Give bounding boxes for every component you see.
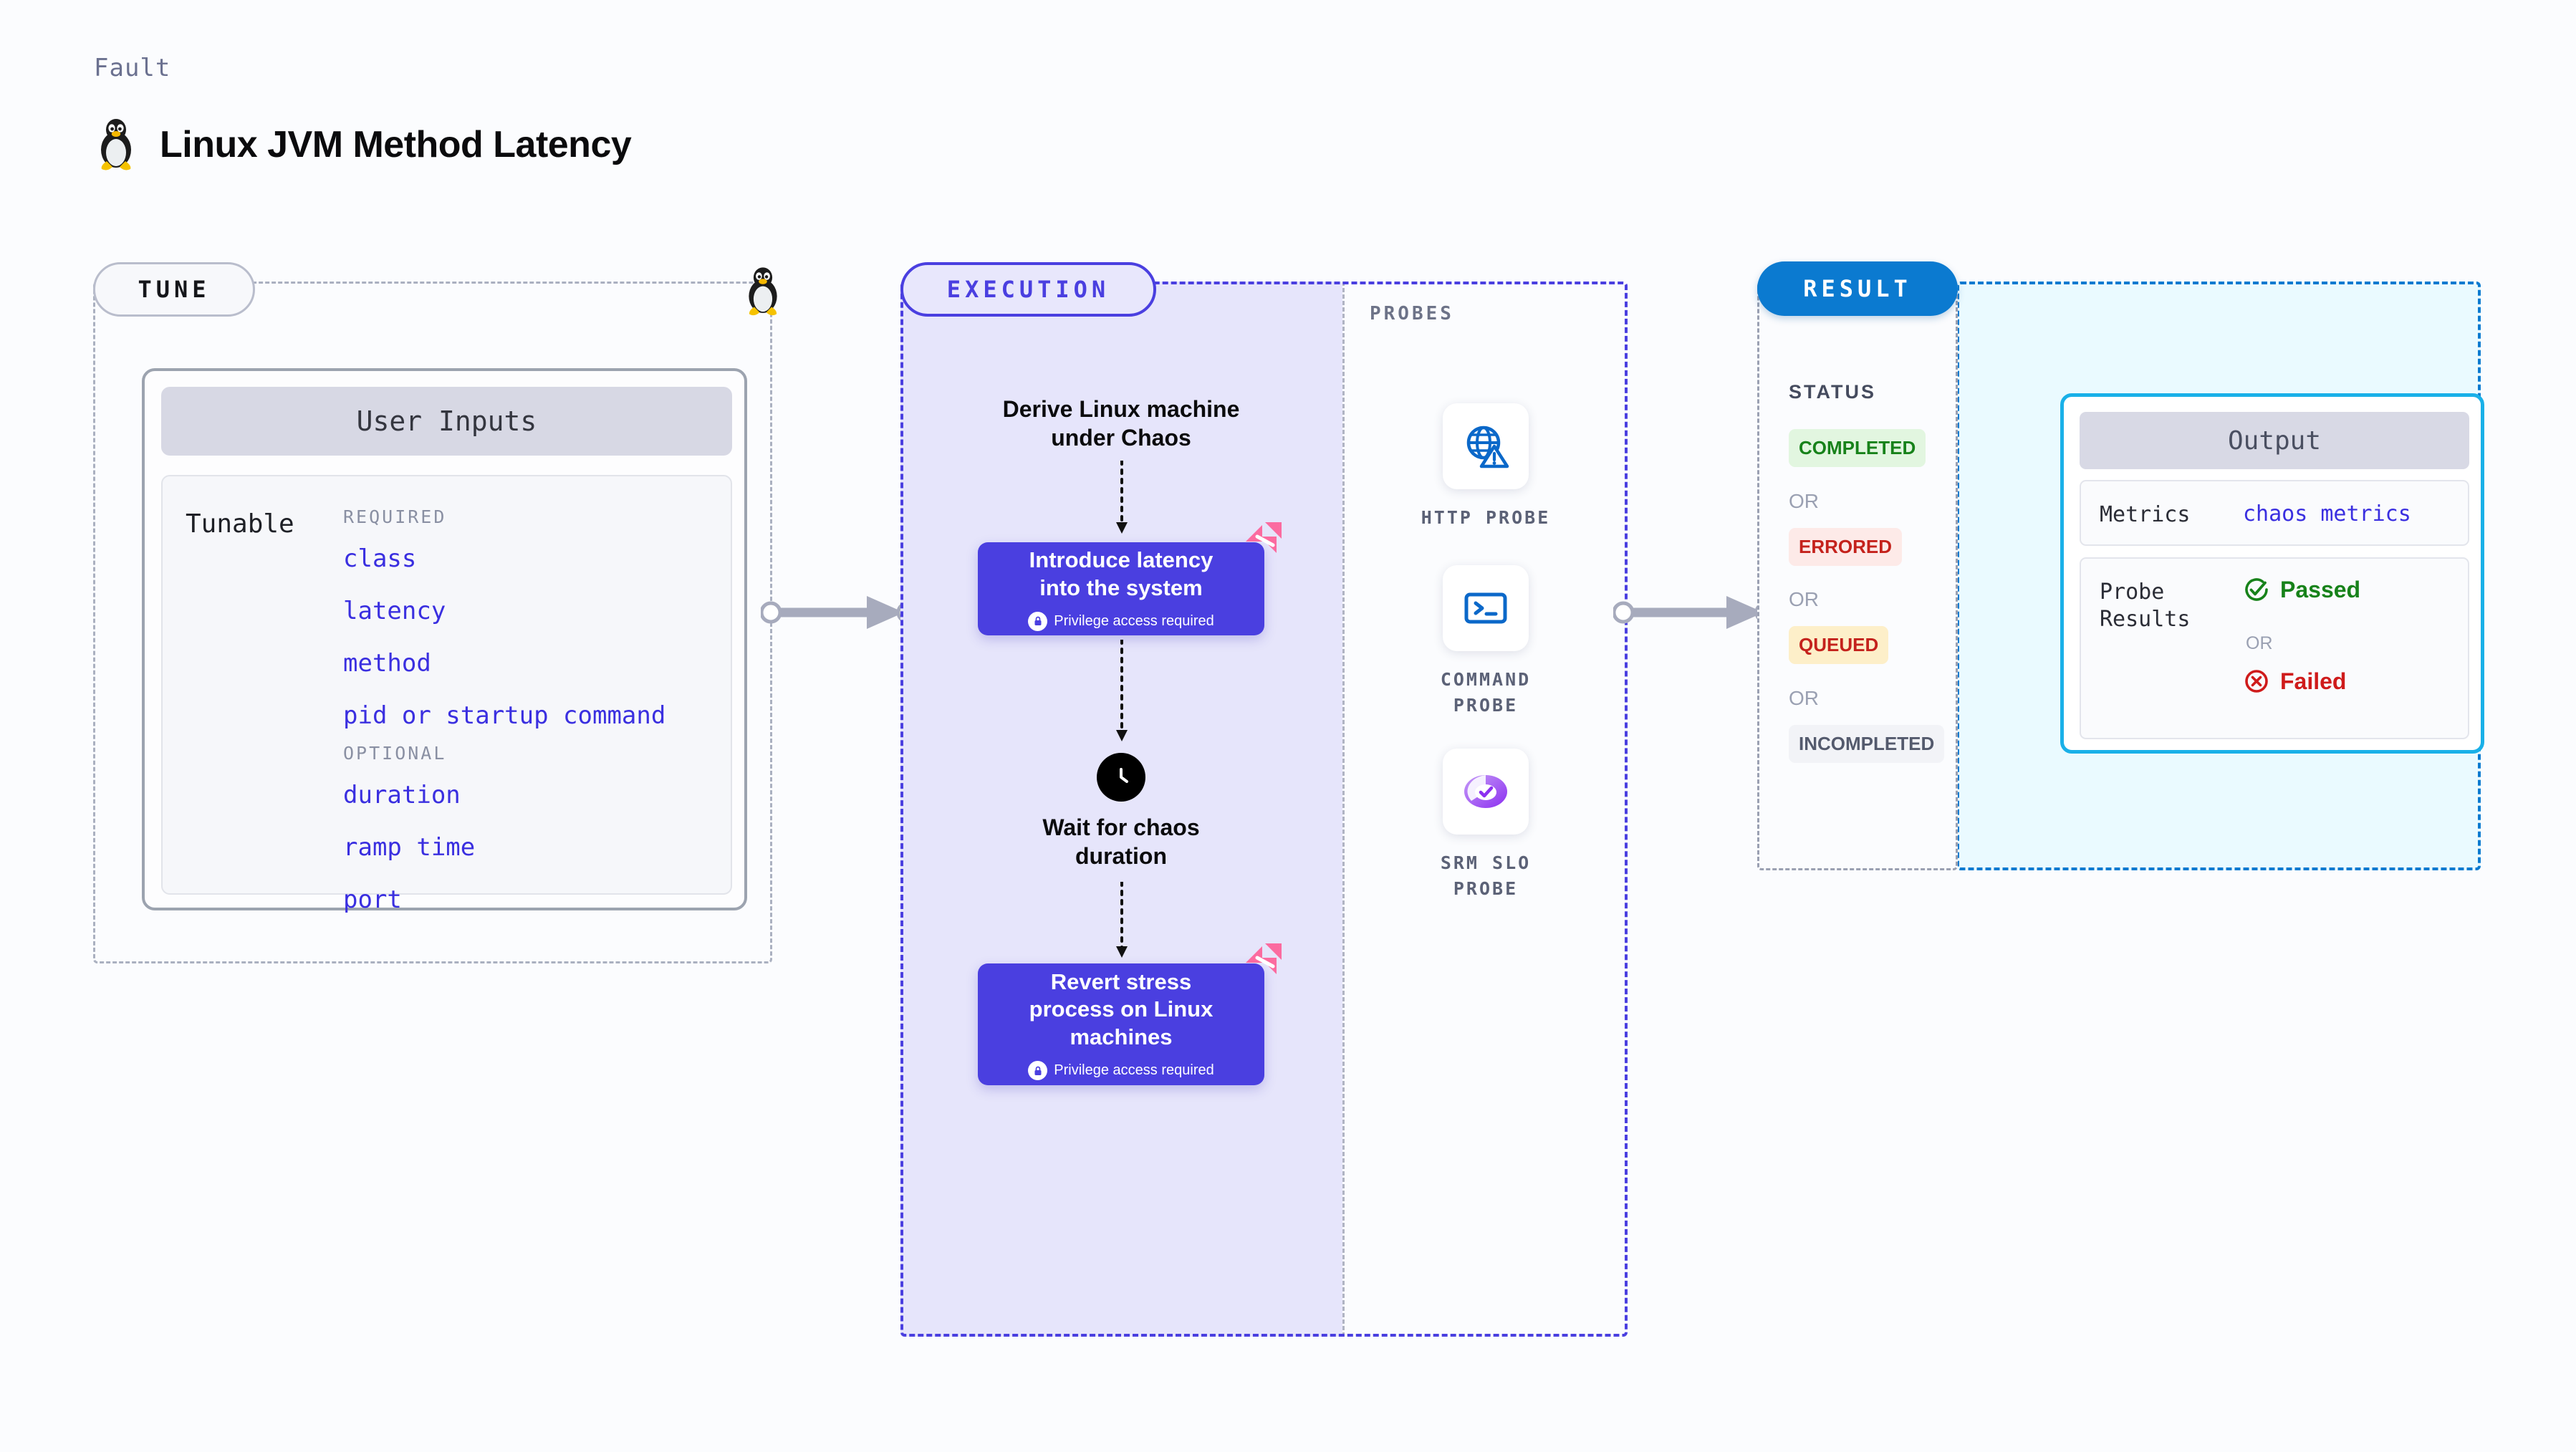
tune-panel: TUNE User Inputs Tunable REQUIRED class … [93, 262, 772, 963]
status-badge-incompleted: INCOMPLETED [1789, 725, 1945, 763]
page-title: Linux JVM Method Latency [160, 124, 632, 165]
clock-icon [1097, 753, 1145, 802]
probe-result-passed: Passed [2243, 576, 2360, 603]
globe-warning-icon [1443, 403, 1529, 489]
status-or-2: OR [1789, 588, 1819, 610]
connector-tune-to-execution [761, 596, 918, 629]
status-badge-errored: ERRORED [1789, 528, 1903, 566]
fault-title-row: Linux JVM Method Latency [94, 118, 632, 171]
failed-label: Failed [2280, 668, 2347, 694]
slo-donut-check-icon [1443, 749, 1529, 835]
metrics-label: Metrics [2100, 502, 2191, 527]
probe-result-failed: Failed [2243, 668, 2346, 695]
tunable-required-method[interactable]: method [343, 649, 431, 678]
tunable-optional-port[interactable]: port [343, 885, 402, 914]
tunable-list: REQUIRED class latency method pid or sta… [343, 506, 716, 938]
terminal-icon [1443, 565, 1529, 651]
harness-logo-icon [1246, 943, 1282, 974]
linux-tux-icon-tune [749, 267, 777, 316]
tunable-required-pid[interactable]: pid or startup command [343, 701, 666, 730]
x-circle-icon [2245, 670, 2268, 693]
check-circle-icon [2245, 578, 2268, 601]
flow-arrow-2 [1116, 640, 1128, 741]
status-badge-queued: QUEUED [1789, 626, 1889, 664]
probe-http[interactable]: HTTP PROBE [1400, 403, 1572, 531]
user-inputs-title: User Inputs [161, 387, 732, 456]
execution-inner-background [900, 282, 1342, 1337]
lock-icon [1028, 1061, 1048, 1081]
tunable-card: Tunable REQUIRED class latency method pi… [161, 475, 732, 914]
execution-pill[interactable]: EXECUTION [900, 262, 1156, 317]
harness-logo-icon [1246, 522, 1282, 553]
linux-tux-icon [101, 119, 131, 170]
status-heading: STATUS [1789, 381, 1876, 403]
optional-heading: OPTIONAL [343, 743, 447, 764]
node-privilege-label: Privilege access required [1054, 612, 1214, 629]
probe-label: HTTP PROBE [1421, 507, 1551, 528]
tunable-required-class[interactable]: class [343, 544, 417, 573]
execution-panel-border [900, 282, 1628, 1337]
probe-result-or: OR [2246, 633, 2273, 653]
node-privilege-label: Privilege access required [1054, 1062, 1214, 1079]
metrics-value[interactable]: chaos metrics [2243, 501, 2411, 527]
status-column [1757, 282, 1958, 870]
output-title: Output [2080, 412, 2469, 469]
required-heading: REQUIRED [343, 506, 447, 527]
passed-label: Passed [2280, 576, 2361, 602]
tunable-optional-ramp-time[interactable]: ramp time [343, 833, 476, 862]
fault-label: Fault [94, 54, 171, 82]
lock-icon [1028, 611, 1048, 631]
status-badge-completed: COMPLETED [1789, 429, 1926, 467]
tunable-optional-duration[interactable]: duration [343, 781, 461, 809]
flow-arrow-1 [1116, 461, 1128, 534]
tune-pill[interactable]: TUNE [93, 262, 255, 317]
status-or-3: OR [1789, 687, 1819, 709]
user-inputs-card: User Inputs Tunable REQUIRED class laten… [142, 368, 747, 914]
probes-divider [1342, 282, 1345, 1337]
status-or-1: OR [1789, 490, 1819, 512]
metrics-row: Metrics chaos metrics [2080, 480, 2469, 546]
connector-execution-to-result [1613, 596, 1777, 629]
node-privilege-note: Privilege access required [1028, 1061, 1214, 1081]
result-pill[interactable]: RESULT [1757, 261, 1958, 316]
node-privilege-note: Privilege access required [1028, 611, 1214, 631]
tunable-required-latency[interactable]: latency [343, 597, 446, 625]
result-panel: RESULT STATUS COMPLETED OR ERRORED OR QU… [1757, 261, 2484, 870]
flow-arrow-3 [1116, 882, 1128, 958]
tunable-label: Tunable [186, 509, 294, 539]
probes-heading: PROBES [1370, 303, 1454, 324]
